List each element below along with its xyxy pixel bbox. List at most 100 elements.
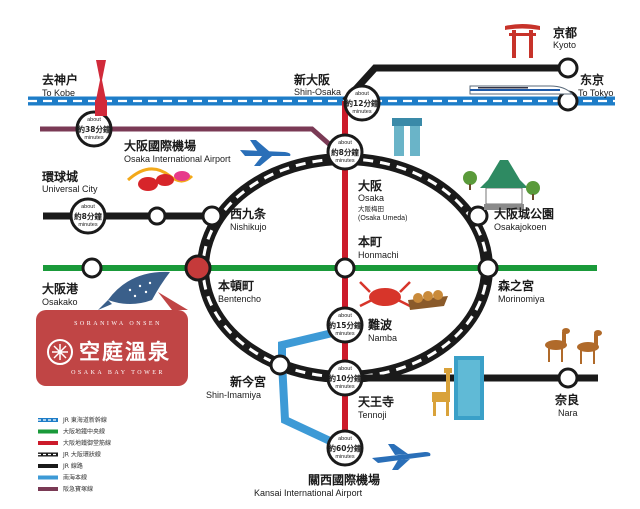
svg-text:about: about bbox=[81, 204, 95, 210]
osaka-castle-icon bbox=[480, 160, 528, 210]
svg-text:about: about bbox=[338, 313, 352, 319]
svg-text:約8分鐘: 約8分鐘 bbox=[331, 147, 359, 157]
airplane-icon-kansai bbox=[372, 444, 431, 470]
legend-item: JR 線路 bbox=[38, 462, 83, 470]
svg-text:Osakako: Osakako bbox=[42, 297, 78, 307]
svg-text:Universal City: Universal City bbox=[42, 184, 98, 194]
svg-text:新今宮: 新今宮 bbox=[230, 374, 266, 389]
svg-text:Honmachi: Honmachi bbox=[358, 250, 399, 260]
time-badge-8-universal: about 約8分鐘 minutes bbox=[69, 197, 107, 235]
svg-text:minutes: minutes bbox=[352, 109, 372, 115]
legend-item: 大阪地鐵中央線 bbox=[38, 428, 105, 436]
label-universal[interactable]: 環球城 Universal City bbox=[42, 169, 98, 194]
legend-label: 大阪地鐵中央線 bbox=[63, 428, 105, 436]
svg-text:難波: 難波 bbox=[368, 317, 393, 332]
time-badge-12: about 約12分鐘 minutes bbox=[343, 84, 381, 122]
legend-item: JR 大阪環狀線 bbox=[38, 451, 101, 459]
station-shinimamiya-dot[interactable] bbox=[269, 354, 291, 376]
legend-label: JR 東海道新幹線 bbox=[62, 416, 107, 424]
legend-label: 阪急寶塚線 bbox=[63, 485, 93, 493]
label-bentencho[interactable]: 本頓町 Bentencho bbox=[218, 278, 261, 304]
svg-text:約38分鐘: 約38分鐘 bbox=[78, 124, 111, 134]
svg-text:奈良: 奈良 bbox=[554, 392, 579, 407]
svg-text:大阪港: 大阪港 bbox=[42, 281, 79, 296]
label-shinosaka[interactable]: 新大阪 Shin-Osaka bbox=[294, 72, 341, 97]
label-morinomiya[interactable]: 森之宮 Morinomiya bbox=[498, 278, 545, 304]
svg-text:環球城: 環球城 bbox=[42, 169, 78, 184]
station-osakajokoen-dot[interactable] bbox=[467, 205, 489, 227]
svg-text:Kyoto: Kyoto bbox=[553, 40, 576, 50]
svg-text:Namba: Namba bbox=[368, 333, 397, 343]
torii-gate-icon bbox=[505, 24, 540, 58]
label-nara[interactable]: 奈良 Nara bbox=[554, 392, 579, 418]
svg-text:約15分鐘: 約15分鐘 bbox=[329, 320, 362, 330]
label-osaka[interactable]: 大阪 Osaka 大阪梅田 (Osaka Umeda) bbox=[358, 178, 407, 222]
time-badge-38: about 約38分鐘 minutes bbox=[75, 110, 113, 148]
svg-text:minutes: minutes bbox=[335, 331, 355, 337]
station-osakako-dot[interactable] bbox=[81, 257, 103, 279]
station-bentencho-dot[interactable] bbox=[184, 254, 212, 282]
label-shinimamiya[interactable]: 新今宮 Shin-Imamiya bbox=[206, 374, 266, 400]
svg-text:minutes: minutes bbox=[335, 454, 355, 460]
station-morinomiya-dot[interactable] bbox=[477, 257, 499, 279]
giraffe-icon bbox=[432, 368, 452, 416]
svg-text:空庭溫泉: 空庭溫泉 bbox=[79, 339, 171, 364]
svg-text:約8分鐘: 約8分鐘 bbox=[74, 211, 102, 221]
roller-coaster-icon bbox=[126, 167, 194, 191]
station-honmachi-dot[interactable] bbox=[334, 257, 356, 279]
svg-text:本頓町: 本頓町 bbox=[218, 278, 254, 293]
label-itami[interactable]: 大阪國際機場 Osaka International Airport bbox=[124, 138, 231, 164]
svg-text:Morinomiya: Morinomiya bbox=[498, 294, 545, 304]
svg-text:about: about bbox=[338, 140, 352, 146]
svg-text:Shin-Imamiya: Shin-Imamiya bbox=[206, 390, 261, 400]
label-kansai[interactable]: 關西國際機場 Kansai International Airport bbox=[254, 472, 380, 498]
svg-text:約12分鐘: 約12分鐘 bbox=[346, 98, 379, 108]
label-osakako[interactable]: 大阪港 Osakako bbox=[42, 281, 79, 307]
soraniwa-onsen-logo[interactable]: SORANIWA ONSEN 空庭溫泉 OSAKA BAY TOWER bbox=[36, 292, 188, 386]
kobe-tower-icon bbox=[95, 60, 107, 116]
sky-building-icon bbox=[392, 118, 422, 156]
svg-text:Osaka: Osaka bbox=[358, 193, 384, 203]
svg-text:關西國際機場: 關西國際機場 bbox=[308, 472, 380, 487]
legend-item: 阪急寶塚線 bbox=[38, 485, 93, 493]
time-badge-8-osaka: about 約8分鐘 minutes bbox=[326, 133, 364, 171]
label-kobe[interactable]: 去神户 To Kobe bbox=[42, 72, 78, 98]
legend-label: 大阪地鐵御堂筋線 bbox=[63, 439, 111, 447]
svg-text:本町: 本町 bbox=[358, 234, 382, 249]
legend-label: JR 大阪環狀線 bbox=[62, 451, 101, 459]
label-osakajokoen[interactable]: 大阪城公園 Osakajokoen bbox=[494, 206, 554, 232]
label-namba[interactable]: 難波 Namba bbox=[368, 317, 397, 343]
svg-text:Kansai International Airport: Kansai International Airport bbox=[254, 488, 363, 498]
svg-text:森之宮: 森之宮 bbox=[498, 278, 534, 293]
station-nishikujo-dot[interactable] bbox=[201, 205, 223, 227]
station-kyoto-dot[interactable] bbox=[557, 57, 579, 79]
legend-label: JR 線路 bbox=[62, 462, 83, 470]
station-tokyo-dot[interactable] bbox=[557, 90, 579, 112]
svg-text:大阪: 大阪 bbox=[358, 178, 383, 193]
svg-text:去神户: 去神户 bbox=[42, 72, 78, 87]
svg-text:OSAKA BAY TOWER: OSAKA BAY TOWER bbox=[71, 370, 165, 376]
harukas-building-icon bbox=[454, 356, 484, 420]
svg-text:大阪梅田: 大阪梅田 bbox=[358, 204, 384, 213]
airplane-icon-itami bbox=[240, 140, 291, 166]
station-nara-dot[interactable] bbox=[557, 367, 579, 389]
svg-text:Bentencho: Bentencho bbox=[218, 294, 261, 304]
label-tokyo[interactable]: 东京 To Tokyo bbox=[578, 72, 613, 98]
svg-text:約10分鐘: 約10分鐘 bbox=[329, 373, 362, 383]
svg-text:(Osaka Umeda): (Osaka Umeda) bbox=[358, 215, 407, 222]
svg-text:about: about bbox=[338, 436, 352, 442]
bullet-train-icon bbox=[469, 85, 574, 95]
svg-text:To Tokyo: To Tokyo bbox=[578, 88, 613, 98]
label-kyoto[interactable]: 京都 Kyoto bbox=[553, 25, 577, 50]
legend-item: 南海本線 bbox=[38, 474, 87, 482]
svg-text:东京: 东京 bbox=[580, 72, 604, 87]
label-tennoji[interactable]: 天王寺 Tennoji bbox=[358, 394, 394, 420]
station-universal-dot[interactable] bbox=[147, 206, 167, 226]
label-honmachi[interactable]: 本町 Honmachi bbox=[358, 234, 399, 260]
svg-text:大阪城公園: 大阪城公園 bbox=[494, 206, 554, 221]
svg-text:西九条: 西九条 bbox=[230, 206, 267, 221]
svg-text:天王寺: 天王寺 bbox=[358, 394, 394, 409]
svg-text:minutes: minutes bbox=[84, 135, 104, 141]
label-nishikujo[interactable]: 西九条 Nishikujo bbox=[230, 206, 267, 232]
